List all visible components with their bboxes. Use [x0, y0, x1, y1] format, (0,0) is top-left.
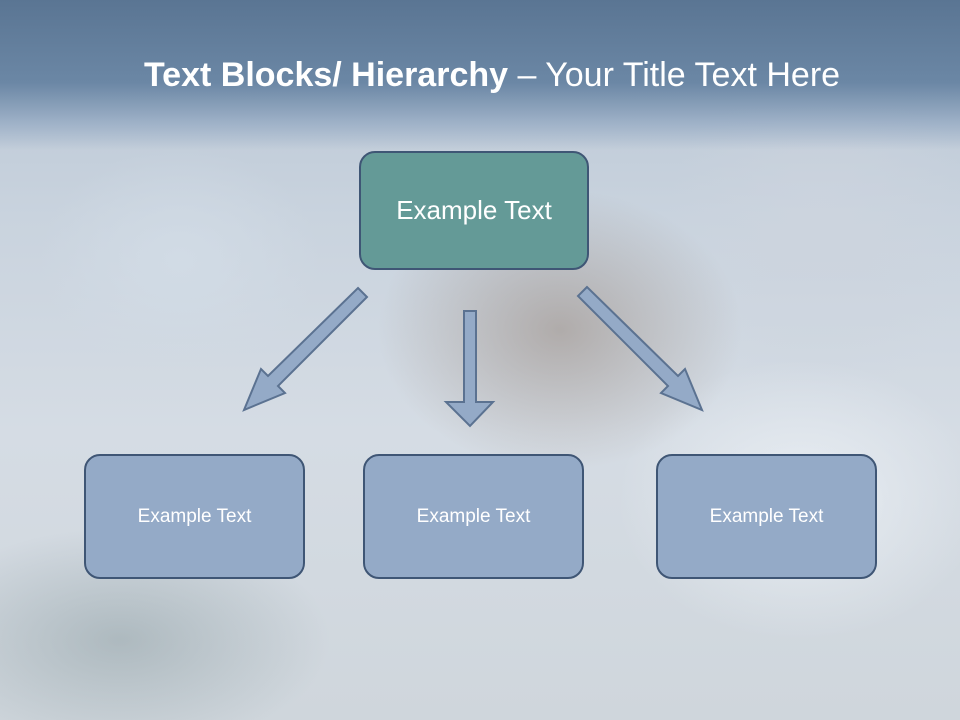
slide-title: Text Blocks/ Hierarchy – Your Title Text… [0, 56, 960, 95]
title-normal-part: Your Title Text Here [545, 56, 841, 94]
top-node-label: Example Text [396, 195, 552, 225]
arrow-center [443, 310, 496, 428]
title-bold-part: Text Blocks/ Hierarchy [143, 56, 509, 94]
arrow-right [576, 285, 704, 412]
child-node-center: Example Text [363, 454, 584, 579]
child-node-label: Example Text [137, 505, 252, 527]
header-band [0, 0, 960, 150]
arrow-left [242, 286, 369, 412]
child-node-right: Example Text [656, 454, 877, 579]
top-node: Example Text [359, 151, 589, 270]
title-dash: – [508, 56, 546, 94]
child-node-label: Example Text [416, 505, 531, 527]
child-node-label: Example Text [709, 505, 824, 527]
child-node-left: Example Text [84, 454, 305, 579]
